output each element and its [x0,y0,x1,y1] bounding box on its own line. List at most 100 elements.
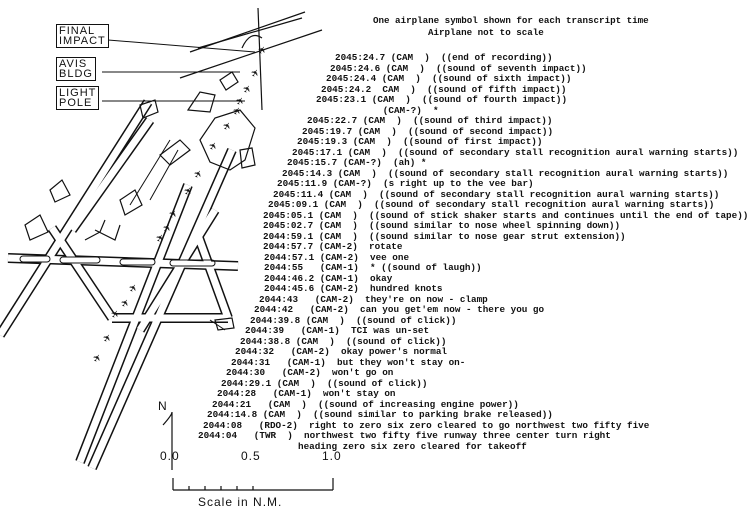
transcript-source: (CAM ) [352,136,392,147]
transcript-source: (RDO-2) [258,419,298,431]
transcript-line: 2044:21(CAM )((sound of increasing engin… [212,398,519,410]
terminal-area [24,71,256,331]
transcript-time: 2045:17.1 [292,146,343,158]
transcript-line: 2045:11.9 (CAM-?) (s right up to the vee b… [277,179,534,189]
transcript-line: 2045:14.3(CAM )((sound of secondary stal… [282,167,729,179]
transcript-line: 2044:46.2(CAM-1)okay [264,272,392,284]
transcript-text: heading zero six zero cleared for takeof… [297,440,527,452]
transcript-time: 2045:09.1 [268,199,319,210]
light-pole-label: LIGHT POLE [56,86,100,110]
scale-tick-label: 0.0 [160,449,180,463]
transcript-time: 2044:32 [235,346,275,357]
airplane-icon: ✈ [101,332,115,345]
transcript-text: ((sound of secondary stall recognition a… [378,188,720,200]
transcript-time: 2044:57.1 [264,251,315,263]
transcript-line: 2044:04(TWR )northwest two fifty five ru… [198,431,611,441]
transcript-text: ((sound of click)) [355,314,457,326]
transcript-line: 2044:55(CAM-1)* ((sound of laugh)) [264,263,482,273]
transcript-line: 2045:19.3 (CAM ) ((sound of first impact)) [297,137,542,147]
transcript-time: 2045:05.1 [263,209,314,221]
transcript-time: 2044:39.8 [250,314,301,326]
transcript-line: 2044:28(CAM-1)won't stay on [217,389,396,399]
transcript-text: TCI was un-set [350,325,430,336]
transcript-line: 2044:42(CAM-2)can you get'em now - there… [254,305,544,315]
transcript-source: (CAM-1) [319,262,359,273]
transcript-source: (CAM-2) [309,304,349,315]
transcript-text: okay power's normal [340,346,447,357]
airplane-icon: ✈ [221,120,235,133]
transcript-text: hundred knots [369,283,443,294]
transcript-source: (CAM ) [305,314,345,326]
transcript-source: (CAM ) [328,188,368,200]
transcript-line: 2044:39.8 (CAM ) ((sound of click)) [250,314,457,326]
transcript-text: ((sound similar to nose gear strut exten… [368,230,626,242]
transcript-time: 2044:28 [217,388,257,399]
transcript-line: 2045:24.2 CAM )((sound of fifth impact)) [321,84,566,95]
label-line: LIGHT [59,87,97,99]
transcript-source: (CAM ) [318,230,358,242]
airplane-icon: ✈ [256,44,270,57]
transcript-time: 2045:02.7 [263,220,314,231]
transcript-source: (CAM ) [390,52,430,63]
transcript-time: 2045:24.4 [326,73,377,84]
transcript-text: ((sound of second impact)) [407,125,554,137]
transcript-time: 2044:38.8 [240,335,291,347]
transcript-time: 2045:11.9 [277,178,328,189]
transcript-text: ((sound of secondary stall recognition a… [397,146,739,158]
transcript-text: (ah) * [392,157,427,168]
transcript-line: 2045:15.7(CAM-?)(ah) * [287,158,426,168]
transcript-line: 2044:30(CAM-2)won't go on [226,368,393,378]
transcript-time: 2044:29.1 [221,377,272,389]
transcript-line: 2045:11.4 (CAM ) ((sound of secondary stal… [273,188,720,200]
transcript-source: (CAM ) [347,146,387,158]
transcript-line: 2044:45.6(CAM-2)hundred knots [264,284,443,294]
transcript-source: (CAM ) [337,167,377,179]
transcript-line: 2044:31(CAM-1)but they won't stay on- [231,356,465,368]
label-line: FINAL [59,25,96,37]
transcript-source: (CAM-1) [286,356,326,368]
road-lines [179,7,323,111]
transcript-source: (CAM-2) [281,367,321,378]
transcript-time: 2044:57.7 [263,241,314,252]
transcript-line: 2045:23.1(CAM )((sound of fourth impact)… [316,95,567,105]
north-label: N [158,399,168,413]
transcript-line: 2045:24.6(CAM )((sound of seventh impact… [330,63,587,74]
transcript-source: (CAM ) [357,125,397,137]
transcript-source: (CAM ) [318,209,358,221]
transcript-line: 2044:38.8(CAM )((sound of click)) [240,335,446,347]
transcript-source: (TWR ) [253,430,293,441]
transcript-source: (CAM-?) [332,178,372,189]
transcript-time: 2044:21 [212,398,252,410]
transcript-time: 2045:19.7 [302,125,353,137]
transcript-text: ((sound of first impact)) [402,136,543,147]
transcript-text: vee one [369,251,410,263]
transcript-line: 2044:39(CAM-1)TCI was un-set [245,326,429,336]
transcript-text: right to zero six zero cleared to go nor… [308,419,650,431]
transcript-source: (CAM-2) [319,251,359,263]
airplane-icon: ✈ [207,140,221,153]
transcript-source: (CAM-1) [300,325,340,336]
transcript-time: 2045:11.4 [273,188,324,200]
transcript-time: 2044:43 [259,293,299,305]
transcript-source: (CAM ) [323,199,363,210]
transcript-time: 2045:24.7 [335,52,386,63]
transcript-line: 2045:09.1(CAM )((sound of secondary stal… [268,200,714,210]
transcript-time: 2044:31 [231,356,271,368]
transcript-line: 2044:57.1 (CAM-2) vee one [264,251,410,263]
transcript-time: 2045:15.7 [287,157,338,168]
transcript-text: ((sound of secondary stall recognition a… [387,167,729,179]
note-airplane-symbol: One airplane symbol shown for each trans… [373,15,649,26]
transcript-time: 2044:46.2 [264,272,315,284]
transcript-text: (s right up to the vee bar) [382,178,534,189]
transcript-line: 2044:08(RDO-2)right to zero six zero cle… [203,419,650,431]
airplane-icon: ✈ [91,352,105,365]
transcript-line: 2045:17.1 (CAM ) ((sound of secondary stal… [292,146,739,158]
transcript-line: 2044:14.8(CAM )((sound similar to parkin… [207,410,553,420]
transcript-time: 2045:23.1 [316,94,367,105]
transcript-time: 2045:19.3 [297,136,348,147]
airplane-icon: ✈ [119,297,133,310]
transcript-line: 2044:29.1(CAM )((sound of click)) [221,377,427,389]
transcript-line: 2045:22.7(CAM )((sound of third impact)) [307,116,552,126]
transcript-line: 2045:24.7(CAM )((end of recording)) [335,53,553,63]
